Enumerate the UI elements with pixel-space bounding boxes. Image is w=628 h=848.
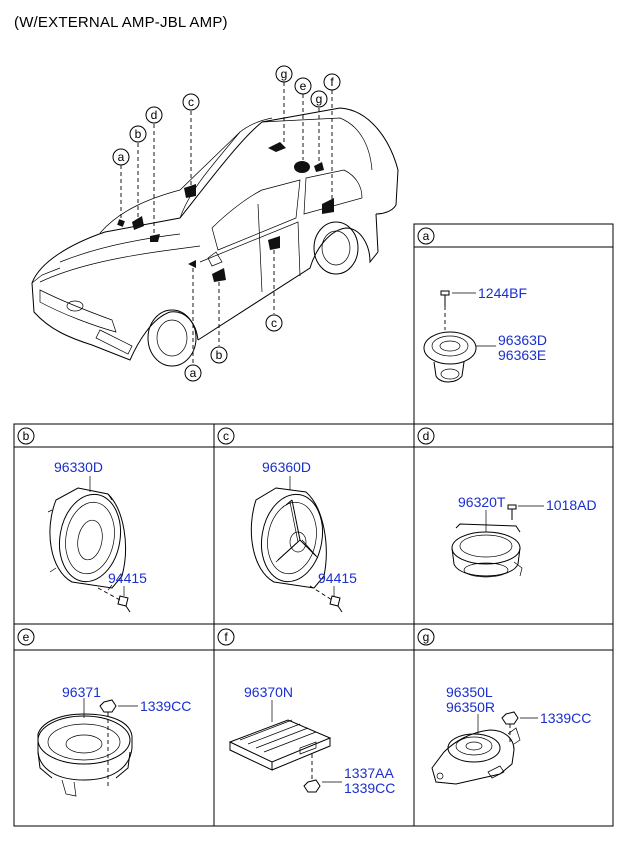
panel-g-drawing [431, 711, 538, 785]
callout-circle-g-left: g [275, 65, 293, 83]
part-label-96350L: 96350L [446, 684, 493, 700]
part-label-1018AD: 1018AD [546, 497, 597, 513]
svg-text:b: b [216, 348, 223, 362]
callout-circle-b-top: b [129, 125, 147, 143]
panel-header-f: f [217, 628, 235, 646]
panel-header-a: a [417, 227, 435, 245]
svg-text:c: c [271, 316, 277, 330]
callout-circle-e: e [294, 77, 312, 95]
part-label-1339CC-e: 1339CC [140, 698, 191, 714]
part-label-96350R: 96350R [446, 699, 495, 715]
part-label-96363D: 96363D [498, 332, 547, 348]
svg-text:a: a [190, 366, 197, 380]
callout-circle-g-right: g [310, 90, 328, 108]
part-label-96370N: 96370N [244, 684, 293, 700]
diagram-title: (W/EXTERNAL AMP-JBL AMP) [14, 14, 228, 31]
part-label-1339CC-f: 1339CC [344, 780, 395, 796]
panel-f-drawing [228, 700, 342, 793]
part-label-1337AA: 1337AA [344, 765, 394, 781]
callout-leaders [120, 82, 333, 364]
part-label-96363E: 96363E [498, 347, 546, 363]
panel-header-d: d [417, 427, 435, 445]
part-label-96371: 96371 [62, 684, 101, 700]
callout-circle-a-top: a [112, 148, 130, 166]
svg-text:d: d [423, 429, 430, 443]
svg-text:g: g [281, 67, 288, 81]
part-label-96360D: 96360D [262, 459, 311, 475]
svg-text:b: b [135, 127, 142, 141]
svg-text:b: b [23, 429, 30, 443]
svg-text:e: e [23, 630, 30, 644]
panel-header-b: b [17, 427, 35, 445]
panel-header-e: e [17, 628, 35, 646]
part-label-1339CC-g: 1339CC [540, 710, 591, 726]
panel-c-drawing [250, 476, 343, 613]
callout-circle-d: d [145, 106, 163, 124]
panel-header-c: c [217, 427, 235, 445]
panel-e-drawing [37, 698, 138, 797]
part-label-94415-c: 94415 [318, 570, 357, 586]
svg-text:c: c [188, 95, 194, 109]
svg-text:f: f [330, 75, 334, 89]
svg-text:a: a [118, 150, 125, 164]
callout-circle-c-bottom: c [265, 314, 283, 332]
part-label-96320T: 96320T [458, 494, 506, 510]
panel-b-drawing [47, 476, 131, 613]
svg-text:g: g [316, 92, 323, 106]
panel-d-drawing [451, 504, 544, 578]
callout-circle-a-bottom: a [184, 364, 202, 382]
part-label-1244BF: 1244BF [478, 285, 527, 301]
panel-header-g: g [417, 628, 435, 646]
svg-text:f: f [224, 630, 228, 644]
panel-a-drawing [423, 290, 496, 383]
svg-text:a: a [423, 229, 430, 243]
svg-text:g: g [423, 630, 430, 644]
part-label-96330D: 96330D [54, 459, 103, 475]
part-label-94415-b: 94415 [108, 570, 147, 586]
callout-circle-f: f [323, 73, 341, 91]
svg-text:d: d [151, 108, 158, 122]
svg-text:c: c [223, 429, 229, 443]
svg-text:e: e [300, 79, 307, 93]
panel-grid [13, 223, 614, 827]
callout-circle-c-top: c [182, 93, 200, 111]
car-illustration [31, 107, 399, 367]
callout-circle-b-bottom: b [210, 346, 228, 364]
